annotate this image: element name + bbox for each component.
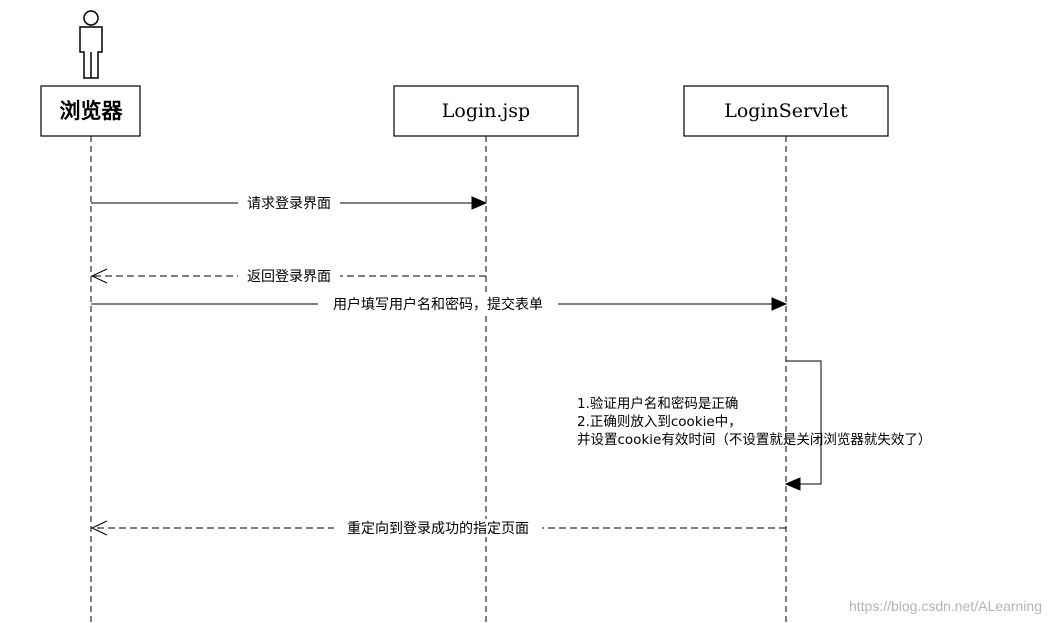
message-label: 请求登录界面 (247, 196, 331, 212)
actor-icon (79, 10, 103, 79)
self-call-note-line-3: 并设置cookie有效时间（不设置就是关闭浏览器就失效了） (577, 432, 931, 448)
arrowhead-open-icon (90, 268, 108, 284)
participant-login-servlet-label: LoginServlet (724, 100, 848, 122)
participant-browser-label: 浏览器 (60, 99, 124, 123)
participant-login-servlet: LoginServlet (683, 85, 889, 137)
message-return-login-page: 返回登录界面 (90, 267, 486, 285)
self-call-note-line-2: 2.正确则放入到cookie中， (577, 414, 742, 430)
participant-login-jsp: Login.jsp (393, 85, 579, 137)
participant-browser: 浏览器 (40, 85, 141, 137)
message-label: 返回登录界面 (247, 269, 331, 285)
self-call-note-line-1: 1.验证用户名和密码是正确 (577, 395, 738, 412)
arrowhead-filled-icon (784, 477, 801, 491)
message-submit-form: 用户填写用户名和密码，提交表单 (91, 295, 788, 313)
arrowhead-filled-icon (471, 196, 488, 210)
watermark-text: https://blog.csdn.net/ALearning (849, 598, 1042, 614)
arrowhead-filled-icon (771, 297, 788, 311)
arrowhead-open-icon (90, 520, 108, 536)
message-label: 重定向到登录成功的指定页面 (347, 521, 529, 537)
participant-login-jsp-label: Login.jsp (442, 100, 530, 122)
message-request-login-page: 请求登录界面 (91, 194, 488, 212)
self-call-validate: 1.验证用户名和密码是正确 2.正确则放入到cookie中， 并设置cookie… (577, 360, 931, 491)
message-label: 用户填写用户名和密码，提交表单 (333, 296, 543, 313)
message-redirect-success: 重定向到登录成功的指定页面 (90, 519, 786, 537)
